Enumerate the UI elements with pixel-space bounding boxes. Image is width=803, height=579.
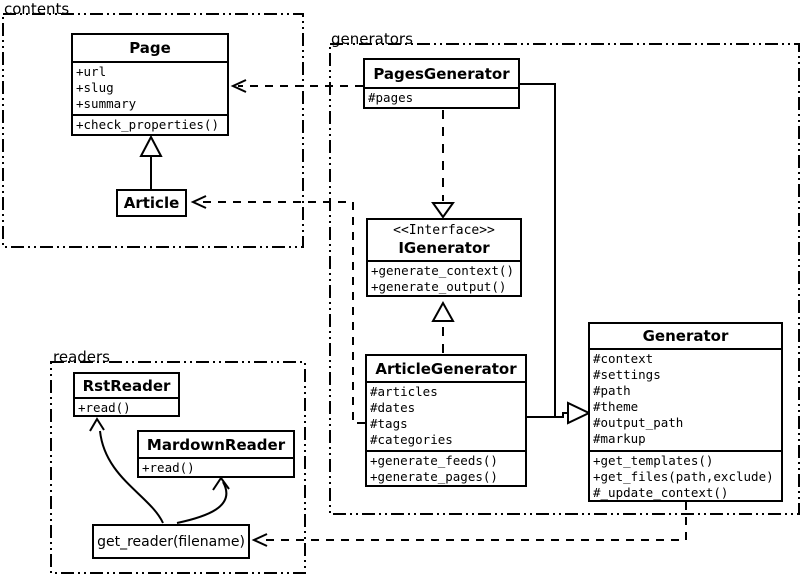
- method: +read(): [142, 460, 195, 475]
- get-reader-label: get_reader(filename): [97, 533, 245, 550]
- hollow-triangle-igenerator-top: [431, 202, 455, 219]
- package-label-generators: generators: [331, 30, 413, 48]
- class-rstreader: RstReader +read(): [73, 372, 180, 417]
- attribute: #articles: [370, 384, 438, 399]
- hollow-triangle-generator: [567, 401, 592, 425]
- dependency-generator-to-getreader: [261, 502, 687, 541]
- class-generator-methods: +get_templates() +get_files(path,exclude…: [590, 452, 781, 502]
- class-articlegenerator-methods: +generate_feeds() +generate_pages(): [367, 452, 525, 486]
- attribute: #output_path: [593, 415, 684, 430]
- class-pagesgenerator-title: PagesGenerator: [365, 60, 518, 89]
- dependency-articlegenerator-to-article: [197, 201, 365, 424]
- class-rstreader-title: RstReader: [75, 374, 178, 399]
- package-border-contents: [2, 13, 304, 248]
- stereotype-label: <<Interface>>: [393, 223, 495, 238]
- attribute: #dates: [370, 400, 416, 415]
- method: +generate_feeds(): [370, 453, 498, 468]
- method: +generate_pages(): [370, 469, 498, 484]
- attribute: #tags: [370, 416, 408, 431]
- class-igenerator-header: <<Interface>> IGenerator: [368, 220, 520, 262]
- package-label-readers: readers: [53, 348, 110, 366]
- attribute: #pages: [368, 90, 414, 105]
- method: +generate_context(): [371, 263, 514, 278]
- class-generator-title: Generator: [590, 324, 781, 350]
- class-articlegenerator-attributes: #articles #dates #tags #categories: [367, 383, 525, 452]
- method: +get_templates(): [593, 453, 714, 468]
- class-article-title: Article: [123, 194, 180, 212]
- open-arrowhead-page: [230, 79, 247, 93]
- class-page: Page +url +slug +summary +check_properti…: [71, 33, 229, 136]
- attribute: #context: [593, 351, 654, 366]
- attribute: #path: [593, 383, 631, 398]
- attribute: +url: [76, 64, 107, 79]
- class-generator: Generator #context #settings #path #them…: [588, 322, 783, 502]
- attribute: #theme: [593, 399, 639, 414]
- package-label-contents: contents: [4, 0, 70, 18]
- get-reader-node: get_reader(filename): [92, 524, 250, 559]
- class-page-attributes: +url +slug +summary: [73, 63, 227, 116]
- class-igenerator-title: IGenerator: [398, 239, 490, 257]
- class-mardownreader-title: MardownReader: [139, 432, 293, 459]
- class-igenerator-methods: +generate_context() +generate_output(): [368, 262, 520, 296]
- attribute: +slug: [76, 80, 114, 95]
- attribute: #markup: [593, 431, 646, 446]
- method: +get_files(path,exclude): [593, 469, 774, 484]
- method: +generate_output(): [371, 279, 507, 294]
- method: +check_properties(): [76, 117, 219, 132]
- open-arrowhead-rstreader: [89, 417, 105, 432]
- class-articlegenerator: ArticleGenerator #articles #dates #tags …: [365, 354, 527, 487]
- package-border-generators: [329, 43, 800, 515]
- open-arrowhead-article: [190, 195, 207, 209]
- class-pagesgenerator: PagesGenerator #pages: [363, 58, 520, 109]
- method: +read(): [78, 400, 131, 415]
- class-page-title: Page: [73, 35, 227, 63]
- hollow-triangle-igenerator-bottom: [431, 300, 455, 322]
- class-igenerator: <<Interface>> IGenerator +generate_conte…: [366, 218, 522, 297]
- hollow-triangle-page: [139, 134, 163, 157]
- package-border-readers: [50, 361, 306, 574]
- inheritance-generators-to-generator: [520, 83, 567, 418]
- class-articlegenerator-title: ArticleGenerator: [367, 356, 525, 383]
- open-arrowhead-mardownreader: [212, 476, 230, 491]
- class-mardownreader-methods: +read(): [139, 459, 293, 477]
- attribute: +summary: [76, 96, 137, 111]
- class-article: Article: [116, 189, 187, 217]
- class-page-methods: +check_properties(): [73, 116, 227, 134]
- class-rstreader-methods: +read(): [75, 399, 178, 417]
- open-arrowhead-getreader: [251, 533, 268, 547]
- attribute: #settings: [593, 367, 661, 382]
- method: #_update_context(): [593, 485, 729, 500]
- class-pagesgenerator-attributes: #pages: [365, 89, 518, 107]
- curve-getreader-to-mardownreader: [176, 481, 228, 524]
- class-generator-attributes: #context #settings #path #theme #output_…: [590, 350, 781, 452]
- class-mardownreader: MardownReader +read(): [137, 430, 295, 478]
- curve-getreader-to-rstreader: [99, 430, 164, 524]
- attribute: #categories: [370, 432, 453, 447]
